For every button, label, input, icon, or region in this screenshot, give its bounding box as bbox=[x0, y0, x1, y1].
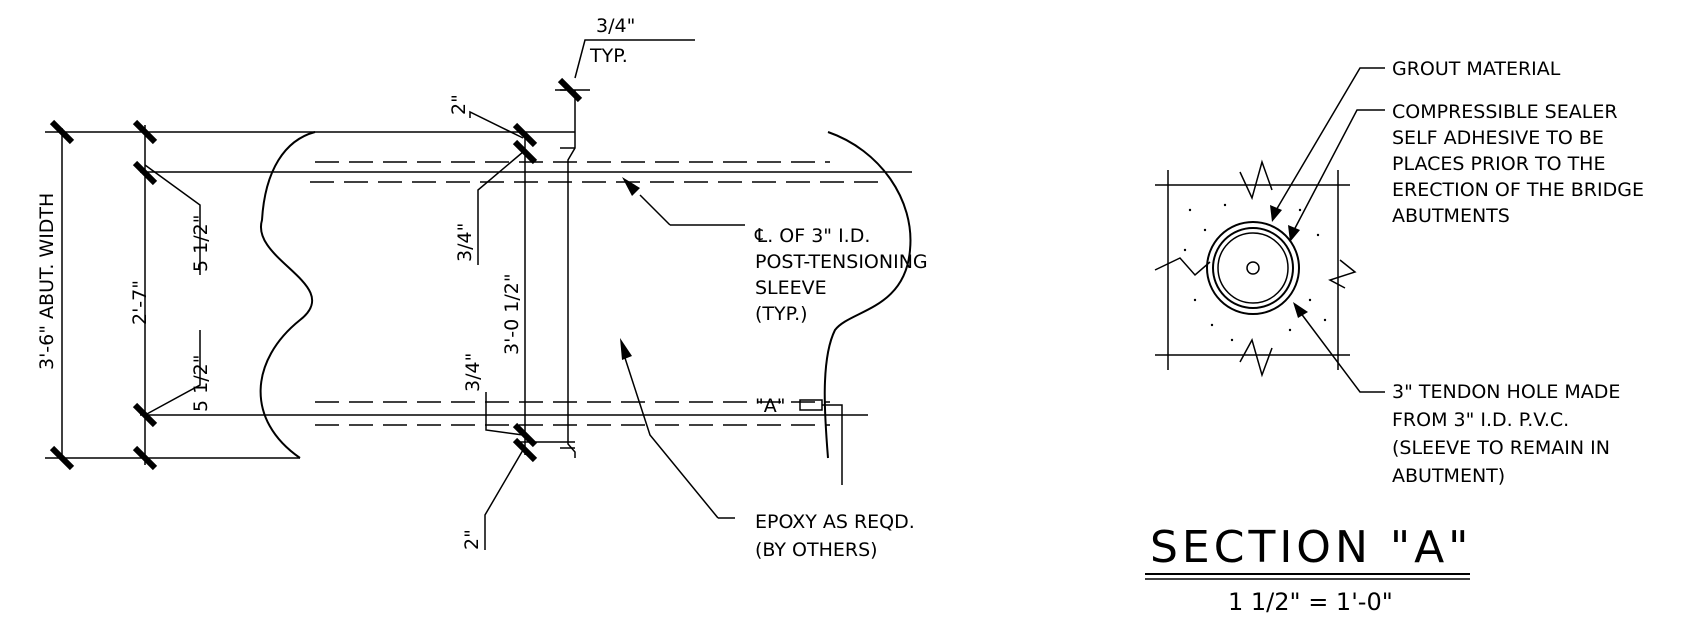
inner-dimension: 2'-7" bbox=[129, 119, 158, 471]
tendon-line1: 3" TENDON HOLE MADE bbox=[1392, 381, 1620, 403]
section-scale: 1 1/2" = 1'-0" bbox=[1228, 588, 1393, 616]
grout-label: GROUT MATERIAL bbox=[1392, 58, 1561, 80]
sealer-line2: SELF ADHESIVE TO BE bbox=[1392, 127, 1604, 149]
epoxy-line2: (BY OTHERS) bbox=[755, 539, 878, 561]
concrete-block bbox=[1154, 159, 1357, 378]
typ-note: 3/4" TYP. bbox=[574, 15, 695, 79]
abut-width-label: 3'-6" ABUT. WIDTH bbox=[36, 193, 58, 370]
sealer-line1: COMPRESSIBLE SEALER bbox=[1392, 101, 1618, 123]
bottom-gap-label: 3/4" bbox=[462, 353, 484, 392]
section-title: SECTION "A" bbox=[1150, 522, 1472, 573]
section-marker-label: "A" bbox=[755, 395, 785, 417]
typ-note-label: TYP. bbox=[589, 45, 628, 67]
top-gap-label: 3/4" bbox=[454, 223, 476, 262]
epoxy-note: EPOXY AS REQD. (BY OTHERS) bbox=[620, 338, 915, 561]
sealer-line3: PLACES PRIOR TO THE bbox=[1392, 153, 1605, 175]
typ-gap-label: 3/4" bbox=[596, 15, 635, 37]
sealer-line4: ERECTION OF THE BRIDGE bbox=[1392, 179, 1644, 201]
cl-note-line4: (TYP.) bbox=[755, 303, 808, 325]
top-edge-label: 2" bbox=[448, 94, 470, 115]
inner-dimension-label: 2'-7" bbox=[129, 280, 151, 325]
epoxy-line1: EPOXY AS REQD. bbox=[755, 511, 915, 533]
half-dimensions: 5 1/2" 5 1/2" bbox=[140, 164, 912, 416]
plan-detail: 3'-6" ABUT. WIDTH 2'-7" 5 1/2" 5 1/2" bbox=[36, 15, 928, 561]
sleeves bbox=[310, 161, 880, 426]
tendon bbox=[1206, 221, 1300, 315]
cl-note-line2: POST-TENSIONING bbox=[755, 251, 928, 273]
cl-note-line1: ℄. OF 3" I.D. bbox=[754, 225, 870, 247]
joint-dimensions: 2" 3/4" 3/4" 2" 3'-0 1/2" bbox=[448, 94, 524, 550]
abut-width-dimension: 3'-6" ABUT. WIDTH bbox=[36, 119, 520, 471]
cl-note-line3: SLEEVE bbox=[755, 277, 827, 299]
centerline-note: ℄. OF 3" I.D. POST-TENSIONING SLEEVE (TY… bbox=[622, 177, 928, 325]
bottom-edge-label: 2" bbox=[461, 529, 483, 550]
tendon-line4: ABUTMENT) bbox=[1392, 465, 1505, 487]
upper-half-label: 5 1/2" bbox=[190, 215, 212, 272]
section-leaders bbox=[1270, 67, 1385, 393]
sealer-line5: ABUTMENTS bbox=[1392, 205, 1510, 227]
abutment-outline bbox=[259, 131, 912, 459]
section-a: GROUT MATERIAL COMPRESSIBLE SEALER SELF … bbox=[1145, 58, 1644, 616]
tendon-line3: (SLEEVE TO REMAIN IN bbox=[1392, 437, 1610, 459]
lower-half-label: 5 1/2" bbox=[190, 355, 212, 412]
joint bbox=[512, 77, 590, 463]
section-marker: "A" bbox=[755, 395, 843, 485]
clear-label: 3'-0 1/2" bbox=[501, 273, 523, 355]
tendon-line2: FROM 3" I.D. P.V.C. bbox=[1392, 409, 1569, 431]
